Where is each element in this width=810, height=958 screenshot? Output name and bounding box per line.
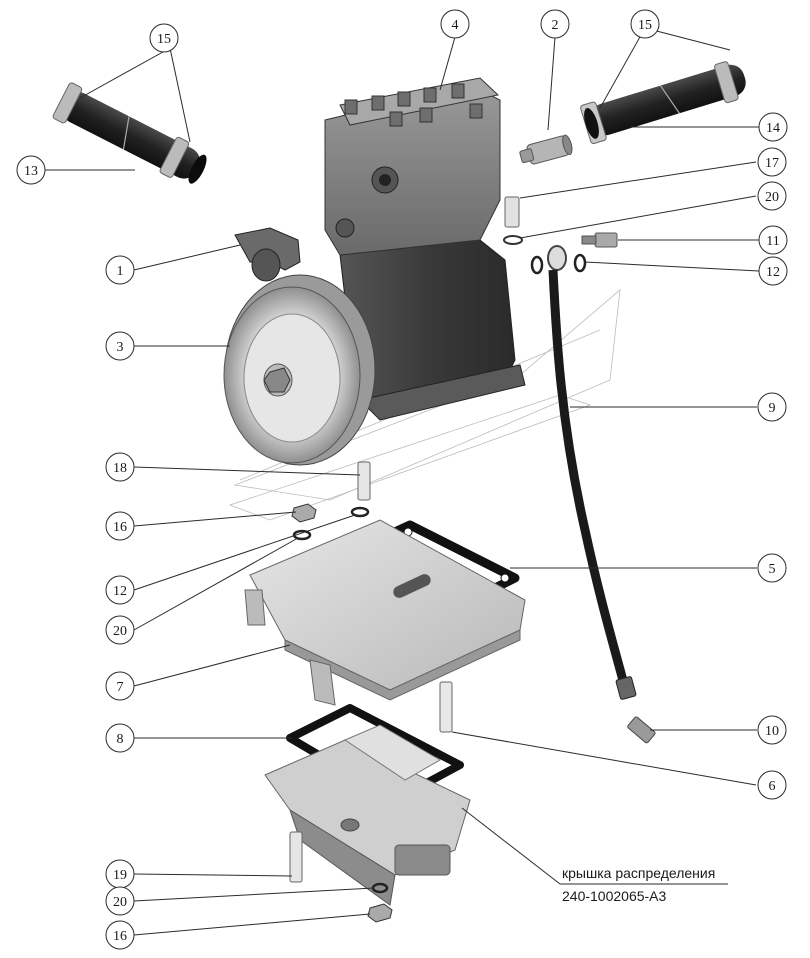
svg-text:12: 12	[113, 584, 127, 599]
distribution-cover	[264, 724, 471, 906]
leader-lines	[36, 27, 760, 936]
callout-6: 6	[757, 770, 787, 800]
bolt-17	[504, 196, 520, 228]
svg-text:15: 15	[157, 32, 171, 47]
callout-16: 16	[105, 511, 135, 541]
bolt-18	[357, 461, 371, 501]
nut-16-bottom	[367, 903, 393, 923]
svg-text:10: 10	[765, 724, 779, 739]
bolt-19	[289, 831, 303, 883]
callout-12: 12	[758, 256, 788, 286]
svg-text:16: 16	[113, 520, 127, 535]
callout-7: 7	[105, 671, 135, 701]
callout-2: 2	[540, 9, 570, 39]
svg-text:15: 15	[638, 18, 652, 33]
fitting-10	[627, 716, 656, 744]
svg-text:2: 2	[552, 18, 559, 33]
pulley-3	[223, 274, 376, 466]
callout-20: 20	[757, 181, 787, 211]
callout-10: 10	[757, 715, 787, 745]
svg-text:3: 3	[117, 340, 124, 355]
svg-text:5: 5	[769, 562, 776, 577]
hose-13	[52, 82, 207, 184]
fitting-1	[234, 227, 301, 282]
callout-17: 17	[757, 147, 787, 177]
svg-text:17: 17	[765, 156, 779, 171]
svg-text:6: 6	[769, 779, 776, 794]
svg-text:4: 4	[452, 18, 459, 33]
compressor-assembly	[324, 77, 526, 421]
svg-text:8: 8	[117, 732, 124, 747]
svg-text:9: 9	[769, 401, 776, 416]
callout-12: 12	[105, 575, 135, 605]
washer-12-left	[530, 255, 544, 275]
washer-20-top	[503, 235, 523, 245]
washer-20-mid	[292, 529, 312, 541]
svg-text:20: 20	[113, 895, 127, 910]
hose-14	[580, 61, 746, 145]
callout-13: 13	[16, 155, 46, 185]
svg-text:20: 20	[765, 190, 779, 205]
callout-14: 14	[758, 112, 788, 142]
callout-4: 4	[440, 9, 470, 39]
callout-19: 19	[105, 859, 135, 889]
fitting-2	[519, 134, 573, 165]
nut-16-top	[291, 503, 317, 523]
svg-text:13: 13	[24, 164, 38, 179]
callout-20: 20	[105, 615, 135, 645]
svg-text:11: 11	[766, 234, 779, 249]
washer-12-right	[573, 253, 587, 273]
callout-5: 5	[757, 553, 787, 583]
callout-1: 1	[105, 255, 135, 285]
caption-part-number: 240-1002065-А3	[562, 888, 667, 904]
callout-20: 20	[105, 886, 135, 916]
callout-15: 15	[149, 23, 179, 53]
callout-18: 18	[105, 452, 135, 482]
callout-8: 8	[105, 723, 135, 753]
svg-text:18: 18	[113, 461, 127, 476]
callout-15: 15	[630, 9, 660, 39]
svg-text:1: 1	[117, 264, 124, 279]
callout-9: 9	[757, 392, 787, 422]
svg-text:14: 14	[766, 121, 780, 136]
callout-11: 11	[758, 225, 788, 255]
svg-text:7: 7	[117, 680, 124, 695]
banjo-bolt-11	[581, 232, 618, 248]
svg-text:20: 20	[113, 624, 127, 639]
stud-6	[439, 681, 453, 733]
callout-3: 3	[105, 331, 135, 361]
svg-text:12: 12	[766, 265, 780, 280]
pipe-9	[547, 245, 637, 700]
caption-title: крышка распределения	[562, 865, 715, 881]
svg-text:19: 19	[113, 868, 127, 883]
callout-16: 16	[105, 920, 135, 950]
washer-12-mid	[350, 506, 370, 518]
adapter-plate-7	[244, 519, 526, 706]
svg-text:16: 16	[113, 929, 127, 944]
